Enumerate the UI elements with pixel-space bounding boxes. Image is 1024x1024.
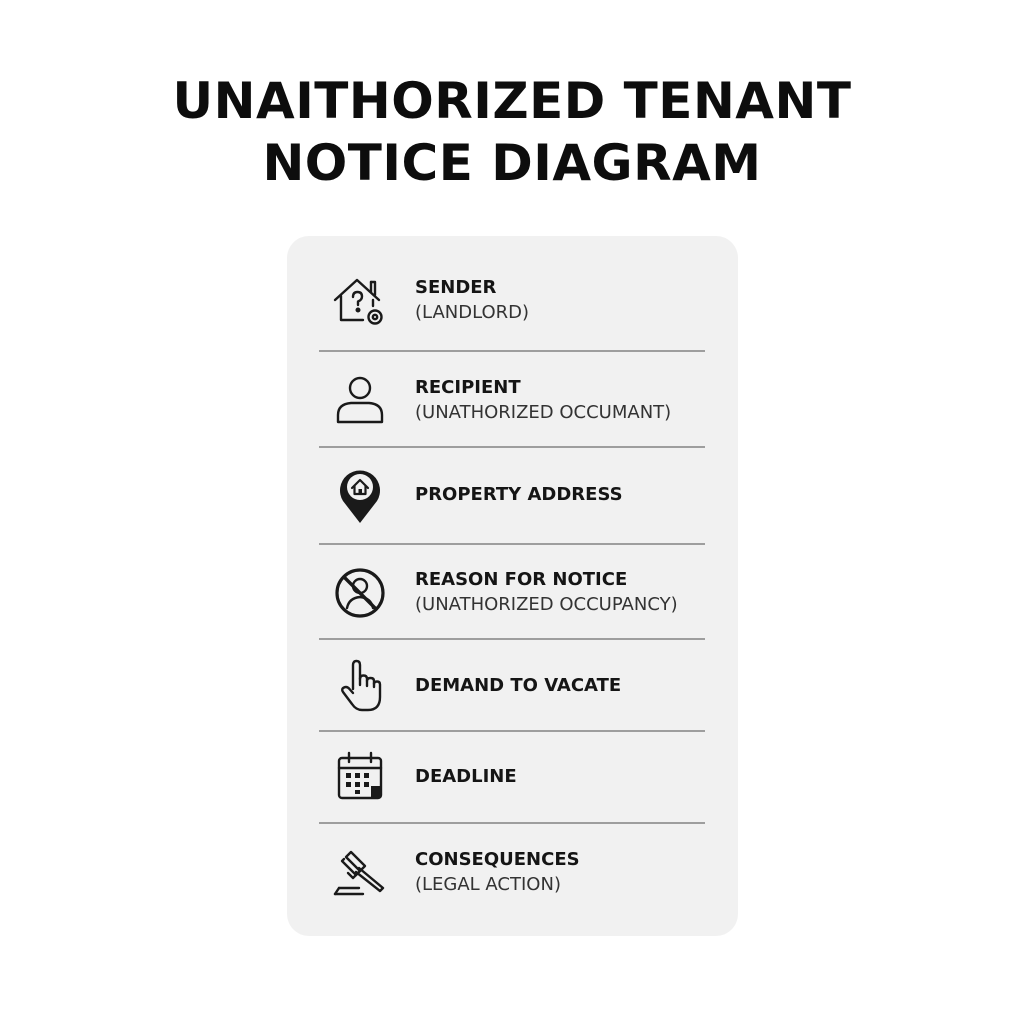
row-label: SENDER <box>415 277 497 298</box>
row-consequences-text: CONSEQUENCES (LEGAL ACTION) <box>415 848 725 898</box>
row-label: DEMAND TO VACATE <box>415 675 622 696</box>
row-label: PROPERTY ADDRESS <box>415 484 623 505</box>
calendar-icon <box>329 746 391 808</box>
location-pin-icon <box>329 463 391 525</box>
notice-card: SENDER (LANDLORD) RECIPIENT (UNATHORIZED… <box>287 236 738 936</box>
gavel-icon <box>329 844 391 906</box>
row-label: RECIPIENT <box>415 377 521 398</box>
row-label: REASON FOR NOTICE <box>415 569 628 590</box>
hand-pointer-icon <box>329 655 391 717</box>
row-sublabel: (UNATHORIZED OCCUPANCY) <box>415 594 678 615</box>
diagram-title: UNAITHORIZED TENANT NOTICE DIAGRAM <box>0 70 1024 194</box>
row-sublabel: (UNATHORIZED OCCUMANT) <box>415 402 672 423</box>
prohibited-person-icon <box>329 562 391 624</box>
title-line-2: NOTICE DIAGRAM <box>262 134 762 192</box>
divider <box>319 822 705 824</box>
divider <box>319 638 705 640</box>
row-property-address-text: PROPERTY ADDRESS <box>415 483 725 507</box>
divider <box>319 350 705 352</box>
divider <box>319 730 705 732</box>
person-icon <box>329 370 391 432</box>
row-sublabel: (LEGAL ACTION) <box>415 874 561 895</box>
row-sublabel: (LANDLORD) <box>415 302 530 323</box>
house-question-icon <box>329 272 391 334</box>
row-label: DEADLINE <box>415 766 517 787</box>
row-sender-text: SENDER (LANDLORD) <box>415 276 725 326</box>
row-demand-to-vacate-text: DEMAND TO VACATE <box>415 674 725 698</box>
divider <box>319 543 705 545</box>
divider <box>319 446 705 448</box>
row-deadline-text: DEADLINE <box>415 765 725 789</box>
row-label: CONSEQUENCES <box>415 849 580 870</box>
title-line-1: UNAITHORIZED TENANT <box>172 72 852 130</box>
row-reason-for-notice-text: REASON FOR NOTICE (UNATHORIZED OCCUPANCY… <box>415 568 725 618</box>
row-recipient-text: RECIPIENT (UNATHORIZED OCCUMANT) <box>415 376 725 426</box>
